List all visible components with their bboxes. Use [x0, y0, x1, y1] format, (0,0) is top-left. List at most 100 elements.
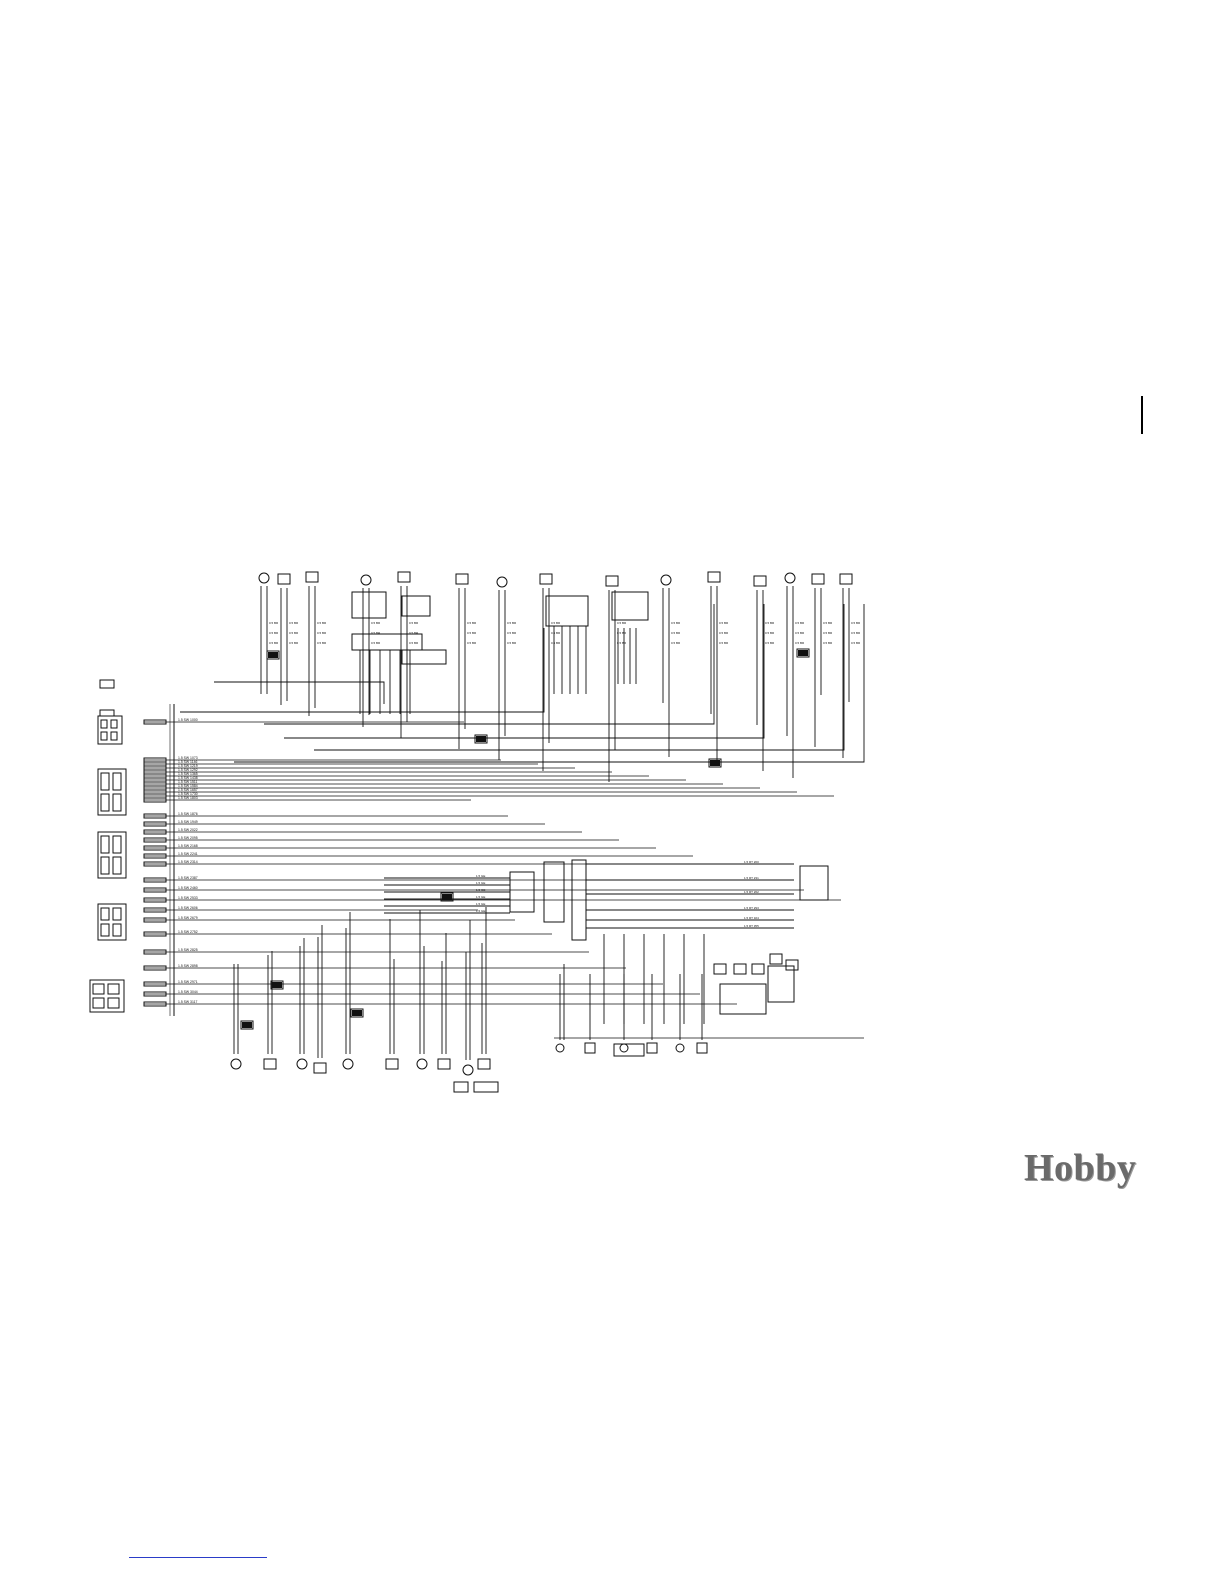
- wire-label: 1.5 RT 355: [744, 924, 759, 928]
- wire: [314, 604, 845, 751]
- wire-label: 1.5 SW 2679: [178, 916, 198, 920]
- splice-block: [268, 652, 278, 658]
- wire-label: 0.5 BR: [289, 631, 299, 635]
- component-tag: [263, 1058, 277, 1070]
- splice-block: [242, 1022, 252, 1028]
- wire-label: 0.5 BR: [467, 621, 477, 625]
- wire-label: 1.5 GE: [476, 895, 485, 899]
- component-tag: [785, 959, 799, 971]
- component-tag: [613, 1043, 645, 1057]
- brand-logo: Hobby: [1024, 1147, 1137, 1189]
- component-tag: [605, 575, 619, 587]
- wire-label: 0.5 BR: [551, 621, 561, 625]
- wire-label: 0.5 BR: [671, 631, 681, 635]
- wire-terminal: [143, 837, 167, 843]
- wire-label: 1.5 RT 324: [744, 916, 759, 920]
- connector-pin: [100, 772, 110, 791]
- wire-label: 0.5 BR: [617, 641, 627, 645]
- component-tag: [277, 573, 291, 585]
- wire-label: 0.5 BR: [507, 641, 517, 645]
- connector-pin: [112, 772, 122, 791]
- component-tag: [751, 963, 765, 975]
- wire-label: 0.5 BR: [795, 641, 805, 645]
- wire-terminal: [143, 829, 167, 835]
- wire-label: 0.5 BR: [795, 621, 805, 625]
- wire-label: 1.5 SW 3044: [178, 990, 198, 994]
- lamp-symbol: [342, 1058, 354, 1070]
- component-tag: [696, 1042, 708, 1054]
- connector-pin: [100, 907, 110, 921]
- wire-terminal: [143, 877, 167, 883]
- wire-label: 0.5 BR: [551, 641, 561, 645]
- wire-label: 0.5 BR: [617, 621, 627, 625]
- lamp-symbol: [619, 1043, 629, 1053]
- splice-block-outline: [796, 648, 810, 658]
- wire-label: 0.5 BR: [851, 621, 861, 625]
- splice-block: [352, 1010, 362, 1016]
- connector-pin: [112, 793, 122, 812]
- wire-label: 0.5 BR: [765, 641, 775, 645]
- wire-label: 0.5 BR: [851, 631, 861, 635]
- splice-block-outline: [350, 1008, 364, 1018]
- wire-label: 1.5 SW 1511: [178, 780, 197, 784]
- wire-label: 0.5 BR: [289, 621, 299, 625]
- wire-label: 1.5 SW 1146: [178, 760, 197, 764]
- connector-pin: [107, 997, 120, 1009]
- connector-pin: [112, 835, 122, 854]
- component-tag: [453, 1081, 469, 1093]
- wire-terminal: [143, 861, 167, 867]
- lamp-symbol: [258, 572, 270, 584]
- relay-block: [719, 983, 767, 1015]
- wire-label: 1.5 SW 1292: [178, 768, 198, 772]
- connector-block: [571, 859, 587, 941]
- wire-terminal: [143, 821, 167, 827]
- wire-terminal: [143, 887, 167, 893]
- splice-block: [798, 650, 808, 656]
- wire-label: 0.5 BR: [409, 621, 419, 625]
- connector-pin: [100, 731, 108, 741]
- wire-label: 0.5 BR: [371, 641, 381, 645]
- wire-label: 1.5 SW 3117: [178, 1000, 197, 1004]
- connector-pin: [92, 983, 105, 995]
- connector-pin: [100, 793, 110, 812]
- wire-label: 1.5 SW 1365: [178, 772, 198, 776]
- wire-label: 1.5 SW 2460: [178, 886, 198, 890]
- connector-pin: [92, 997, 105, 1009]
- relay-block: [767, 965, 795, 1003]
- component-tag: [99, 679, 115, 689]
- component-tag: [646, 1042, 658, 1054]
- wire-label: 0.5 BR: [823, 641, 833, 645]
- wire-label: 0.5 BR: [269, 631, 279, 635]
- connector-pin: [100, 719, 108, 729]
- lamp-symbol: [496, 576, 508, 588]
- splice-block-outline: [440, 892, 454, 902]
- wire-terminal: [143, 931, 167, 937]
- connector-block: [97, 903, 127, 941]
- wire-label: 0.5 BR: [467, 641, 477, 645]
- wire-label: 1.5 SW 2022: [178, 828, 198, 832]
- wire-label: 0.5 BR: [617, 631, 627, 635]
- lamp-symbol: [416, 1058, 428, 1070]
- wire-terminal: [143, 949, 167, 955]
- wire-label: 1.5 SW 1073: [178, 756, 198, 760]
- connector-pin: [112, 907, 122, 921]
- connector-block: [611, 591, 649, 621]
- terminal-strip: [401, 649, 447, 665]
- connector-pin: [112, 923, 122, 937]
- wire-label: 1.5 GE: [476, 909, 485, 913]
- wire-label: 1.5 SW 1438: [178, 776, 198, 780]
- relay-connector: [351, 591, 387, 619]
- connector-pin: [100, 835, 110, 854]
- wire-label: 1.5 RT 262: [744, 890, 759, 894]
- wire-label: 1.5 SW 2752: [178, 930, 198, 934]
- wire: [180, 628, 545, 713]
- wire-label: 0.5 BR: [467, 631, 477, 635]
- wire-label: 1.5 SW 1803: [178, 796, 198, 800]
- component-tag: [99, 709, 115, 717]
- wire-label: 1.5 GE: [476, 902, 485, 906]
- terminal-strip: [351, 633, 423, 651]
- wire-label: 0.5 BR: [719, 641, 729, 645]
- wire-label: 1.5 SW 2314: [178, 860, 198, 864]
- splice-block: [710, 760, 720, 766]
